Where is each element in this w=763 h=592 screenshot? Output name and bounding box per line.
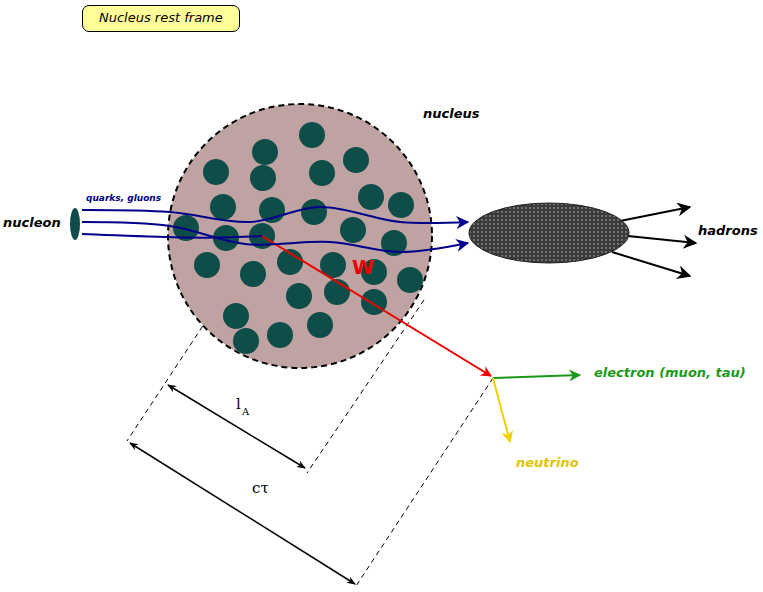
- nucleon-dot: [223, 303, 249, 329]
- nucleon-dot: [213, 225, 239, 251]
- nucleon-dot: [173, 215, 199, 241]
- nucleon-dot: [277, 249, 303, 275]
- nucleon-dot: [381, 230, 407, 256]
- nucleon-dot: [249, 223, 275, 249]
- frame-caption-box: Nucleus rest frame: [82, 5, 240, 32]
- neutrino-label: neutrino: [516, 456, 579, 471]
- dimension-label: l: [236, 396, 241, 413]
- hadron-shape: [468, 202, 630, 264]
- nucleon-dot: [194, 252, 220, 278]
- dimension-subscript: A: [242, 406, 249, 418]
- boson-label: W: [352, 256, 374, 279]
- nucleon-dot: [267, 322, 293, 348]
- lepton-track: [493, 375, 580, 378]
- nucleon-dot: [240, 261, 266, 287]
- nucleon-dot: [299, 122, 325, 148]
- nucleon-dot: [203, 159, 229, 185]
- neutrino-track: [493, 378, 510, 442]
- lepton-label: electron (muon, tau): [594, 366, 746, 381]
- nucleon-dot: [320, 252, 346, 278]
- nucleon-dot: [309, 160, 335, 186]
- nucleus-circle: nucleus: [167, 103, 433, 369]
- nucleon-ellipse: nucleon: [0, 206, 82, 242]
- nucleus-shape: [167, 103, 433, 369]
- nucleon-dot: [388, 192, 414, 218]
- nucleon-dot: [340, 217, 366, 243]
- nucleon-dot: [343, 147, 369, 173]
- edge-label: quarks, gluons: [86, 193, 161, 203]
- nucleon-dot: [307, 312, 333, 338]
- dimension-arrows: [130, 385, 355, 584]
- node-label: nucleus: [423, 107, 479, 122]
- node-label: Nucleus rest frame: [99, 11, 223, 26]
- nucleon-dot: [286, 283, 312, 309]
- node-label: nucleon: [3, 216, 61, 231]
- nucleon-dot: [259, 197, 285, 223]
- nucleon-dot: [252, 139, 278, 165]
- nucleon-dot: [210, 194, 236, 220]
- nucleon-dot: [324, 279, 350, 305]
- nucleon-dot: [361, 289, 387, 315]
- nucleon-dot: [250, 165, 276, 191]
- nucleon-dot: [301, 199, 327, 225]
- dimension-label: cτ: [252, 480, 269, 497]
- nucleon-dot: [397, 267, 423, 293]
- quark-gluon-connector: [82, 207, 468, 252]
- quark-line: [82, 234, 262, 238]
- nucleon-dot: [358, 184, 384, 210]
- node-label: hadrons: [698, 224, 758, 239]
- nucleon-dot: [233, 328, 259, 354]
- hadron-blob: hadrons: [468, 202, 630, 264]
- w-boson-track: [262, 236, 491, 376]
